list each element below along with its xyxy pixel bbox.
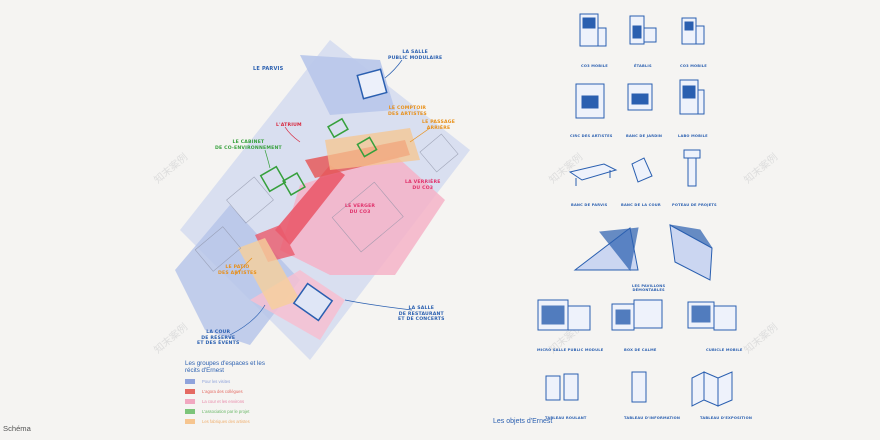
objects-title: Les objets d'Ernest bbox=[493, 418, 553, 425]
artists-patio bbox=[238, 238, 300, 310]
mobile-lab-icon bbox=[679, 79, 705, 115]
legend-item: L'association par le projet bbox=[185, 406, 295, 416]
label-public-hall-l1: LA SALLE bbox=[402, 50, 428, 55]
label-parvis: LE PARVIS bbox=[253, 66, 284, 72]
label-court-l1: LA COUR bbox=[206, 330, 231, 335]
obj-label-pavilions: LES PAVILLONS DÉMONTABLES bbox=[632, 284, 665, 293]
exhibition-board-icon bbox=[691, 371, 733, 407]
garden-bench-icon bbox=[627, 83, 653, 111]
info-board-icon bbox=[631, 371, 647, 403]
label-restaurant-l1: LA SALLE bbox=[408, 306, 435, 311]
obj-label-cubicle: CUBICLE MOBILE bbox=[706, 348, 743, 352]
cabinet-4 bbox=[356, 136, 378, 158]
label-verger: LE VERGER DU CO3 bbox=[345, 204, 375, 215]
label-rear-passage-l1: LE PASSAGE bbox=[422, 120, 456, 125]
legend-item: L'agora des collègues bbox=[185, 386, 295, 396]
label-public-hall-l2: PUBLIC MODULAIRE bbox=[388, 55, 443, 61]
obj-label-circ-artists: CIRC DES ARTISTES bbox=[570, 134, 613, 138]
label-artists-counter-l2: DES ARTISTES bbox=[388, 111, 427, 117]
restaurant-box bbox=[292, 282, 334, 322]
artists-zone-top bbox=[325, 128, 420, 170]
legend-swatch bbox=[185, 398, 195, 404]
calm-box-icon bbox=[611, 299, 663, 331]
legend-item: Pour les visites bbox=[185, 376, 295, 386]
label-artists-counter: LE COMPTOIR DES ARTISTES bbox=[388, 106, 427, 117]
workbench-icon bbox=[629, 15, 657, 45]
site-plan bbox=[175, 40, 470, 360]
pavilion-2-icon bbox=[669, 224, 713, 281]
mobile-cubicle-icon bbox=[687, 301, 737, 331]
obj-label-exhibition-board: TABLEAU D'EXPOSITION bbox=[700, 416, 753, 420]
legend-item: La cour et les environs bbox=[185, 396, 295, 406]
legend-label: Les fabriques des artistes bbox=[202, 418, 250, 424]
legend-swatch bbox=[185, 378, 195, 384]
figure-caption: Schéma bbox=[3, 424, 31, 433]
cabinet-3 bbox=[327, 117, 349, 139]
legend-swatch bbox=[185, 388, 195, 394]
label-court-l3: ET DES ÉVENTS bbox=[197, 341, 240, 347]
label-cabinet-l2: DE CO-ENVIRONNEMENT bbox=[215, 145, 282, 151]
label-patio-l2: DES ARTISTES bbox=[218, 270, 257, 276]
legend: Les groupes d'espaces et les récits d'Er… bbox=[185, 360, 295, 426]
project-post-icon bbox=[683, 149, 701, 187]
agora-spine bbox=[275, 165, 345, 245]
label-court-l2: DE RÉSERVE bbox=[201, 335, 236, 341]
label-restaurant-l2: DE RESTAURANT bbox=[398, 311, 444, 317]
cabinet-2 bbox=[282, 172, 306, 196]
obj-label-calm-box: BOX DE CALME bbox=[624, 348, 657, 352]
label-atrium: L'ATRIUM bbox=[276, 123, 302, 128]
legend-swatch bbox=[185, 408, 195, 414]
obj-label-pavilions-l2: DÉMONTABLES bbox=[632, 288, 665, 293]
objects-sketches bbox=[537, 13, 737, 407]
label-restaurant-l3: ET DE CONCERTS bbox=[398, 317, 445, 323]
public-hall-box bbox=[356, 68, 388, 100]
obj-label-courtyard-bench: BANC DE LA COUR bbox=[621, 203, 661, 207]
obj-label-garden-bench: BANC DE JARDIN bbox=[626, 134, 663, 138]
obj-label-etablis: ÉTABLIS bbox=[634, 64, 652, 68]
label-patio: LE PATIO DES ARTISTES bbox=[218, 265, 257, 276]
legend-label: L'association par le projet bbox=[202, 408, 250, 414]
label-cabinet-l1: LE CABINET bbox=[232, 140, 265, 145]
mobile-unit-1-icon bbox=[579, 13, 607, 47]
label-court: LA COUR DE RÉSERVE ET DES ÉVENTS bbox=[197, 330, 239, 347]
obj-label-co3-mobile-1: CO3 MOBILE bbox=[581, 64, 608, 68]
label-verriere: LA VERRIÈRE DU CO3 bbox=[405, 180, 441, 191]
label-restaurant: LA SALLE DE RESTAURANT ET DE CONCERTS bbox=[398, 306, 445, 323]
visits-zone-top bbox=[300, 55, 395, 115]
pavilion-1-icon bbox=[573, 227, 639, 272]
label-verger-l2: DU CO3 bbox=[349, 209, 371, 215]
courtyard-bench-icon bbox=[631, 157, 653, 183]
label-artists-counter-l1: LE COMPTOIR bbox=[388, 106, 427, 111]
obj-label-parvis-bench: BANC DE PARVIS bbox=[571, 203, 608, 207]
cabinet-1 bbox=[259, 165, 287, 193]
legend-item: Les fabriques des artistes bbox=[185, 416, 295, 426]
legend-label: L'agora des collègues bbox=[202, 388, 243, 394]
obj-label-mobile-lab: LABO MOBILE bbox=[678, 134, 708, 138]
label-verriere-l2: DU CO3 bbox=[412, 185, 434, 191]
legend-title: Les groupes d'espaces et les récits d'Er… bbox=[185, 360, 265, 374]
mobile-unit-2-icon bbox=[681, 17, 705, 45]
label-verger-l1: LE VERGER bbox=[345, 204, 376, 209]
label-cabinet: LE CABINET DE CO-ENVIRONNEMENT bbox=[215, 140, 282, 151]
obj-label-info-board: TABLEAU D'INFORMATION bbox=[624, 416, 681, 420]
legend-label: Pour les visites bbox=[202, 378, 231, 384]
obj-label-pavilions-l1: LES PAVILLONS bbox=[632, 284, 666, 288]
legend-swatch bbox=[185, 418, 195, 424]
obj-label-project-post: POTEAU DE PROJETS bbox=[672, 203, 717, 207]
label-rear-passage: LE PASSAGE ARRIÈRE bbox=[422, 120, 455, 131]
label-verriere-l1: LA VERRIÈRE bbox=[405, 180, 441, 185]
parvis-bench-icon bbox=[568, 163, 618, 186]
obj-label-rolling-board: TABLEAU ROULANT bbox=[545, 416, 587, 420]
obj-label-co3-mobile-2: CO3 MOBILE bbox=[680, 64, 707, 68]
label-rear-passage-l2: ARRIÈRE bbox=[426, 125, 451, 131]
obj-label-micro-hall: MICRO SALLE PUBLIC MODULE bbox=[537, 348, 604, 352]
legend-label: La cour et les environs bbox=[202, 398, 245, 404]
rolling-board-icon bbox=[545, 373, 579, 401]
label-patio-l1: LE PATIO bbox=[225, 265, 250, 270]
micro-hall-icon bbox=[537, 299, 591, 331]
artists-circ-icon bbox=[575, 83, 605, 119]
label-public-hall: LA SALLE PUBLIC MODULAIRE bbox=[388, 50, 442, 61]
